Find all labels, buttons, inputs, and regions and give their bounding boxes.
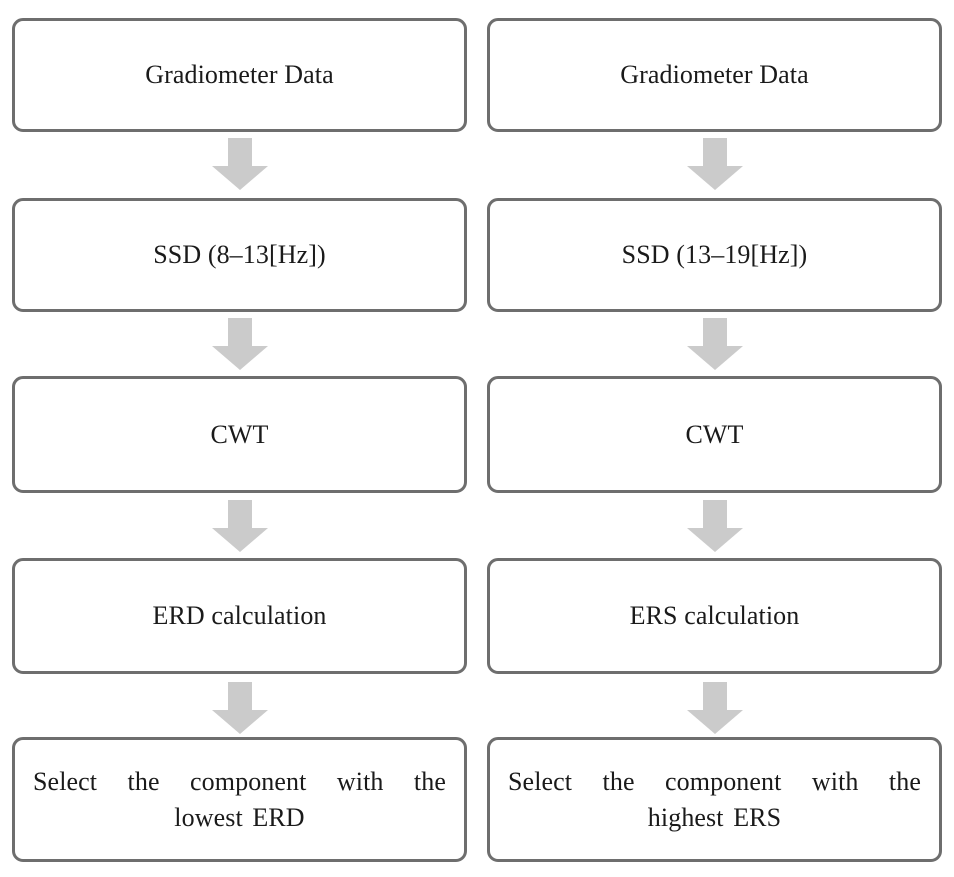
node-label-line-2: highest ERS — [647, 802, 782, 832]
node-label: CWT — [210, 419, 269, 449]
node-label-line-2: lowest ERD — [174, 802, 305, 832]
arrow-down-icon — [212, 500, 268, 552]
node-label: CWT — [685, 419, 744, 449]
node-label-line-1: Select the component with the — [33, 766, 446, 796]
node-ers-calculation[interactable]: ERS calculation — [487, 558, 942, 674]
node-select-highest-ers[interactable]: Select the component with the highest ER… — [487, 737, 942, 862]
node-label: Gradiometer Data — [620, 60, 809, 89]
arrow-down-icon — [687, 500, 743, 552]
node-label-line-1: Select the component with the — [508, 766, 921, 796]
node-gradiometer-data[interactable]: Gradiometer Data — [12, 18, 467, 132]
node-cwt[interactable]: CWT — [487, 376, 942, 493]
node-cwt[interactable]: CWT — [12, 376, 467, 493]
node-label: SSD (8–13[Hz]) — [153, 240, 326, 269]
node-label: ERS calculation — [629, 601, 800, 630]
node-ssd-alpha[interactable]: SSD (8–13[Hz]) — [12, 198, 467, 312]
node-label: Gradiometer Data — [145, 60, 334, 89]
node-ssd-beta[interactable]: SSD (13–19[Hz]) — [487, 198, 942, 312]
arrow-down-icon — [687, 318, 743, 370]
node-select-lowest-erd[interactable]: Select the component with the lowest ERD — [12, 737, 467, 862]
node-label: SSD (13–19[Hz]) — [621, 240, 808, 269]
node-label: ERD calculation — [152, 601, 327, 630]
arrow-down-icon — [212, 318, 268, 370]
node-label: Select the component with the lowest ERD — [25, 764, 454, 836]
arrow-down-icon — [212, 138, 268, 190]
arrow-down-icon — [687, 682, 743, 734]
pipeline-column-ers: Gradiometer Data SSD (13–19[Hz]) CWT ERS… — [487, 0, 942, 877]
node-erd-calculation[interactable]: ERD calculation — [12, 558, 467, 674]
arrow-down-icon — [212, 682, 268, 734]
node-gradiometer-data[interactable]: Gradiometer Data — [487, 18, 942, 132]
node-label: Select the component with the highest ER… — [500, 764, 929, 836]
arrow-down-icon — [687, 138, 743, 190]
pipeline-column-erd: Gradiometer Data SSD (8–13[Hz]) CWT ERD … — [12, 0, 467, 877]
